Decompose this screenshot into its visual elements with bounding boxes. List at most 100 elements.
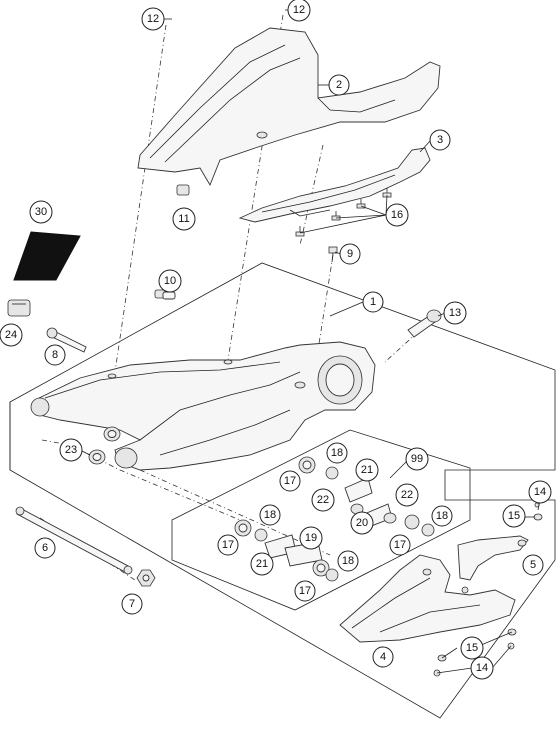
- callout-label: 30: [35, 206, 47, 218]
- nut-part: [136, 569, 156, 587]
- clip-part: [7, 299, 31, 317]
- callout-circle: [470, 656, 494, 680]
- bolt-9-part: [328, 246, 338, 263]
- callout-label: 22: [401, 489, 413, 501]
- callout-circle: [34, 537, 56, 559]
- callout-circle: [395, 483, 419, 507]
- callout-6: 6: [34, 537, 56, 559]
- callout-7: 7: [121, 593, 143, 615]
- callout-11: 11: [172, 207, 196, 231]
- sleeve-part: [176, 184, 190, 196]
- callout-label: 12: [147, 13, 159, 25]
- callout-4: 4: [372, 646, 394, 668]
- callout-circle: [172, 207, 196, 231]
- chain-guard-part: [137, 27, 441, 187]
- callout-circle: [385, 203, 409, 227]
- callout-label: 14: [534, 486, 546, 498]
- bearing-kit-frame: [171, 429, 471, 611]
- callout-label: 2: [336, 79, 342, 91]
- callout-circle: [299, 526, 323, 550]
- callout-30: 30: [29, 200, 53, 224]
- callout-circle: [259, 504, 281, 526]
- callout-circle: [250, 552, 274, 576]
- callout-circle: [121, 593, 143, 615]
- callout-15: 15: [502, 504, 526, 528]
- callout-circle: [287, 0, 311, 22]
- callout-label: 4: [380, 651, 386, 663]
- callout-17: 17: [279, 470, 301, 492]
- callout-circle: [29, 200, 53, 224]
- callout-circle: [502, 504, 526, 528]
- callout-label: 18: [436, 510, 448, 522]
- callout-label: 8: [52, 349, 58, 361]
- callout-label: 12: [293, 4, 305, 16]
- bearing-kit-parts: [234, 456, 435, 582]
- callout-circle: [460, 636, 484, 660]
- callout-24: 24: [0, 323, 23, 347]
- callout-circle: [328, 74, 350, 96]
- pin-part: [46, 327, 87, 353]
- callout-label: 10: [164, 275, 176, 287]
- callout-label: 17: [394, 539, 406, 551]
- callout-label: 99: [411, 453, 423, 465]
- callout-circle: [362, 291, 384, 313]
- callout-circle: [158, 269, 182, 293]
- assembly-frame: [9, 262, 556, 719]
- callout-label: 15: [466, 642, 478, 654]
- callout-10: 10: [158, 269, 182, 293]
- callout-12: 12: [287, 0, 311, 22]
- callout-circle: [0, 323, 23, 347]
- callout-label: 5: [530, 559, 536, 571]
- callout-label: 17: [222, 539, 234, 551]
- callout-19: 19: [299, 526, 323, 550]
- callout-circle: [372, 646, 394, 668]
- callout-circle: [405, 447, 429, 471]
- callout-label: 14: [476, 662, 488, 674]
- callout-circle: [389, 534, 411, 556]
- callout-circle: [311, 488, 335, 512]
- callout-16: 16: [385, 203, 409, 227]
- callout-circle: [350, 511, 374, 535]
- callout-label: 21: [361, 464, 373, 476]
- callout-label: 16: [391, 209, 403, 221]
- axle-sleeve-part: [407, 309, 442, 338]
- seal-23-part: [88, 426, 121, 465]
- callout-14: 14: [470, 656, 494, 680]
- callout-circle: [44, 344, 66, 366]
- callout-22: 22: [395, 483, 419, 507]
- callout-20: 20: [350, 511, 374, 535]
- callout-3: 3: [429, 129, 451, 151]
- callout-17: 17: [217, 534, 239, 556]
- callout-label: 24: [5, 329, 17, 341]
- swingarm-part: [30, 341, 376, 471]
- callout-12: 12: [141, 7, 165, 31]
- bracket-part: [457, 535, 529, 581]
- callout-label: 18: [331, 447, 343, 459]
- callout-label: 18: [342, 555, 354, 567]
- callout-13: 13: [443, 301, 467, 325]
- callout-circle: [141, 7, 165, 31]
- callout-2: 2: [328, 74, 350, 96]
- callout-label: 20: [356, 517, 368, 529]
- callout-18: 18: [259, 504, 281, 526]
- callout-label: 7: [129, 598, 135, 610]
- pivot-shaft-part: [15, 506, 133, 575]
- callout-label: 22: [317, 494, 329, 506]
- label-part: [13, 231, 81, 281]
- callout-17: 17: [294, 580, 316, 602]
- callout-label: 18: [264, 509, 276, 521]
- callout-circle: [217, 534, 239, 556]
- callout-circle: [431, 505, 453, 527]
- callout-circle: [294, 580, 316, 602]
- callout-9: 9: [339, 243, 361, 265]
- callout-label: 19: [305, 532, 317, 544]
- callout-1: 1: [362, 291, 384, 313]
- callout-label: 1: [370, 296, 376, 308]
- hardware-parts: [433, 502, 543, 677]
- callout-circle: [528, 480, 552, 504]
- callout-18: 18: [326, 442, 348, 464]
- callout-5: 5: [522, 554, 544, 576]
- callout-label: 9: [347, 248, 353, 260]
- callout-circle: [279, 470, 301, 492]
- callout-label: 21: [256, 558, 268, 570]
